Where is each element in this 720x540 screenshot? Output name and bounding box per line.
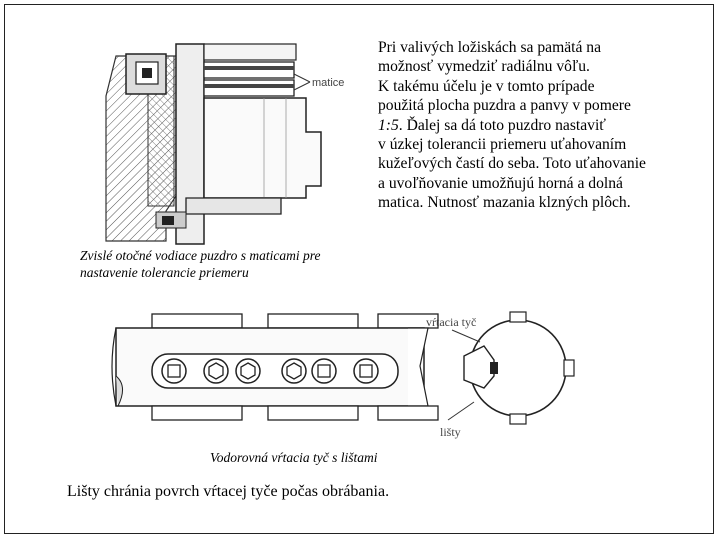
main-text-line-5: 1:5. Ďalej sa dá toto puzdro nastaviť bbox=[378, 116, 708, 135]
boring-bar-drawing: vŕtacia tyč lišty bbox=[111, 311, 575, 439]
main-text-line-9: matica. Nutnosť mazania klzných plôch. bbox=[378, 194, 631, 212]
main-text-line-4: použitá plocha puzdra a panvy v pomere bbox=[378, 97, 631, 115]
caption-top-line-1: Zvislé otočné vodiace puzdro s maticami … bbox=[80, 248, 321, 263]
caption-top: Zvislé otočné vodiace puzdro s maticami … bbox=[80, 247, 320, 281]
caption-bottom: Vodorovná vŕtacia tyč s lištami bbox=[210, 450, 378, 465]
main-text-line-5-rest: . Ďalej sa dá toto puzdro nastaviť bbox=[398, 116, 606, 134]
main-text-line-7: kužeľových častí do seba. Toto uťahovani… bbox=[378, 155, 646, 173]
main-text: Pri valivých ložiskách sa pamätá na možn… bbox=[378, 38, 708, 213]
main-text-line-6: v úzkej tolerancii priemeru uťahovaním bbox=[378, 136, 627, 154]
main-text-line-3: K takému účelu je v tomto prípade bbox=[378, 77, 595, 95]
caption-top-line-2: nastavenie tolerancie priemeru bbox=[80, 265, 249, 280]
slide-frame bbox=[4, 4, 714, 534]
main-text-line-2: možnosť vymedziť radiálnu vôľu. bbox=[378, 58, 590, 76]
label-vrtacia-tyc: vŕtacia tyč bbox=[426, 315, 476, 329]
main-text-line-1: Pri valivých ložiskách sa pamätá na bbox=[378, 39, 602, 56]
label-listy: lišty bbox=[440, 425, 461, 439]
main-text-line-8: a uvoľňovanie umožňujú horná a dolná bbox=[378, 174, 623, 192]
bushing-drawing: matice bbox=[105, 43, 344, 245]
label-matice: matice bbox=[312, 77, 344, 89]
ratio-value: 1:5 bbox=[378, 116, 399, 134]
bottom-note: Lišty chránia povrch vŕtacej tyče počas … bbox=[67, 483, 390, 500]
